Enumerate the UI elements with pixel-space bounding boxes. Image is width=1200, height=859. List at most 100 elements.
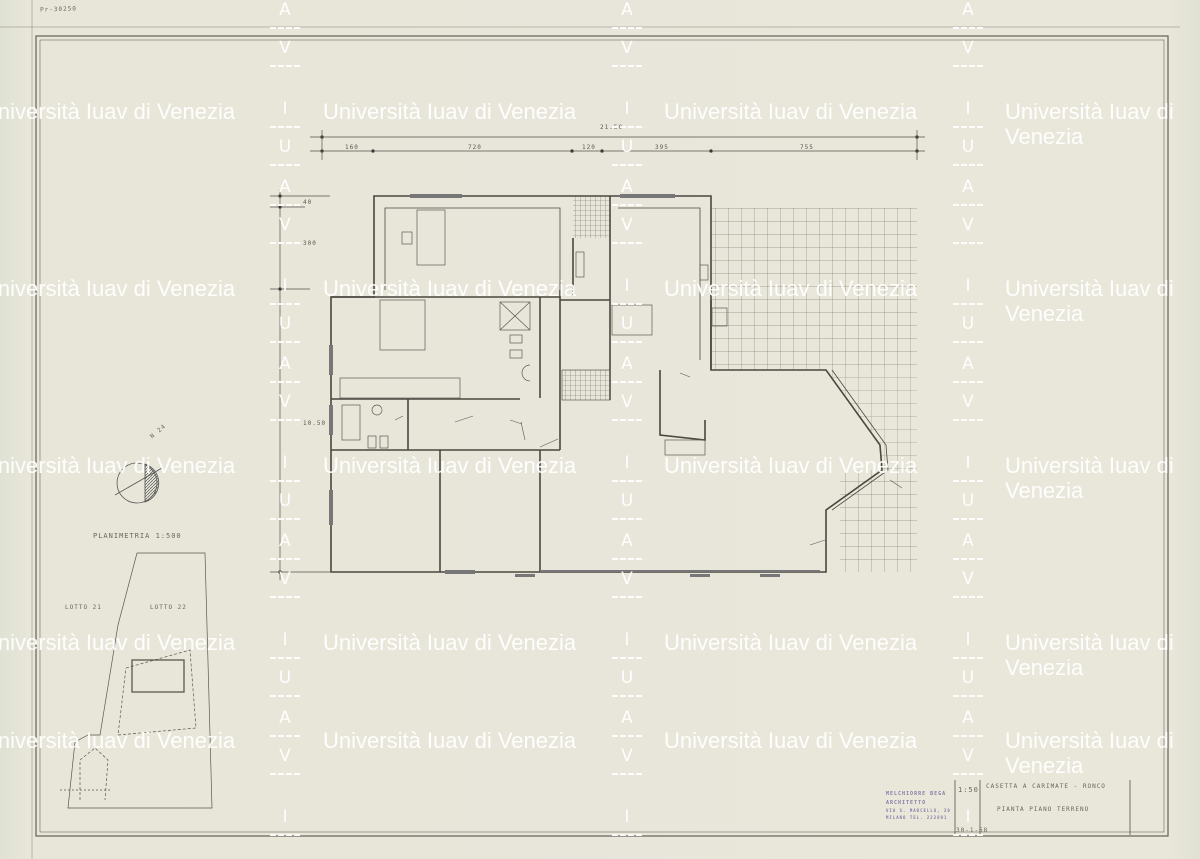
watermark-text: Università Iuav di Venezia — [1005, 276, 1174, 327]
furniture — [339, 209, 728, 456]
watermark-dash — [612, 65, 642, 69]
watermark-letter: V — [279, 392, 291, 412]
watermark-dash — [612, 341, 642, 345]
watermark-letter: U — [620, 668, 634, 688]
watermark-dash — [612, 735, 642, 739]
watermark-dash — [270, 657, 300, 661]
watermark-dash — [270, 596, 300, 600]
watermark-dash — [612, 773, 642, 777]
watermark-letter: I — [624, 99, 630, 119]
terrace-paving-lower — [840, 470, 917, 572]
watermark-dash — [270, 242, 300, 246]
watermark-letter: V — [962, 215, 974, 235]
watermark-dash — [270, 419, 300, 423]
watermark-letter: U — [961, 314, 975, 334]
watermark-dash — [270, 204, 300, 208]
architect-name: MELCHIORRE BEGA — [886, 791, 947, 797]
watermark-dash — [953, 558, 983, 562]
lot-label-22: LOTTO 22 — [150, 604, 187, 611]
watermark-dash — [270, 341, 300, 345]
watermark-letter: A — [962, 531, 974, 551]
watermark-letter: A — [962, 177, 974, 197]
watermark-letter: U — [961, 491, 975, 511]
watermark-dash — [270, 695, 300, 699]
watermark-text: Università Iuav di Venezia — [664, 728, 918, 753]
watermark-dash — [953, 341, 983, 345]
watermark-letter: I — [282, 807, 288, 827]
watermark-text: Università Iuav di Venezia — [0, 728, 236, 753]
watermark-text: Università Iuav di Venezia — [0, 453, 236, 478]
terrace-paving — [711, 208, 917, 370]
watermark-letter: I — [965, 807, 971, 827]
watermark-letter: I — [965, 276, 971, 296]
watermark-letter: I — [624, 453, 630, 473]
watermark-dash — [953, 834, 983, 838]
watermark-letter: A — [279, 531, 291, 551]
dimension-segment-vertical: 10.50 — [303, 420, 327, 427]
watermark-dash — [953, 657, 983, 661]
dimension-segment: 755 — [800, 144, 814, 151]
watermark-text: Università Iuav di Venezia — [664, 630, 918, 655]
watermark-dash — [953, 164, 983, 168]
watermark-text: Università Iuav di Venezia — [664, 276, 918, 301]
watermark-letter: V — [621, 569, 633, 589]
dimension-segment-vertical: 40 — [303, 199, 313, 206]
watermark-letter: V — [279, 746, 291, 766]
watermark-dash — [612, 480, 642, 484]
watermark-dash — [953, 126, 983, 130]
watermark-letter: V — [279, 215, 291, 235]
dimension-lines — [270, 130, 925, 580]
watermark-letter: I — [282, 630, 288, 650]
watermark-letter: V — [621, 38, 633, 58]
watermark-text: Università Iuav di Venezia — [0, 630, 236, 655]
watermark-dash — [270, 126, 300, 130]
door-swings — [394, 372, 903, 546]
watermark-dash — [612, 419, 642, 423]
watermark-letter: V — [621, 746, 633, 766]
archive-code: Pr-30250 — [39, 5, 78, 14]
watermark-letter: I — [282, 99, 288, 119]
watermark-letter: U — [620, 491, 634, 511]
watermark-dash — [270, 834, 300, 838]
watermark-dash — [270, 164, 300, 168]
watermark-letter: V — [962, 392, 974, 412]
drawing-scale: 1:50 — [958, 786, 979, 794]
watermark-letter: V — [279, 569, 291, 589]
project-title: CASETTA A CARIMATE - RONCO — [986, 783, 1106, 790]
watermark-letter: V — [962, 569, 974, 589]
watermark-dash — [612, 834, 642, 838]
watermark-letter: A — [962, 354, 974, 374]
architect-phone: MILANO TEL. 222891 — [886, 815, 948, 820]
north-arrow-icon — [114, 462, 163, 504]
dimension-segment-vertical: 300 — [303, 240, 317, 247]
architect-title: ARCHITETTO — [886, 800, 927, 806]
watermark-dash — [953, 773, 983, 777]
watermark-text: Università Iuav di Venezia — [323, 99, 577, 124]
drawing-date: 30-1-68 — [956, 827, 989, 834]
lot-label-21: LOTTO 21 — [65, 604, 102, 611]
watermark-dash — [612, 381, 642, 385]
watermark-dash — [953, 419, 983, 423]
watermark-dash — [612, 27, 642, 31]
watermark-letter: U — [278, 314, 292, 334]
watermark-dash — [270, 480, 300, 484]
watermark-text: Università Iuav di Venezia — [323, 728, 577, 753]
dimension-segment: 720 — [468, 144, 482, 151]
watermark-letter: A — [621, 177, 633, 197]
watermark-dash — [270, 303, 300, 307]
watermark-dash — [953, 303, 983, 307]
watermark-dash — [953, 735, 983, 739]
watermark-text: Università Iuav di Venezia — [1005, 630, 1174, 681]
watermark-dash — [270, 773, 300, 777]
watermark-dash — [612, 596, 642, 600]
watermark-letter: U — [620, 137, 634, 157]
total-width-dimension: 21.50 — [600, 124, 624, 131]
walls — [330, 195, 889, 573]
watermark-letter: U — [278, 491, 292, 511]
watermark-dash — [953, 242, 983, 246]
watermark-text: Università Iuav di Venezia — [1005, 99, 1174, 150]
watermark-dash — [612, 164, 642, 168]
watermark-text: Università Iuav di Venezia — [664, 99, 918, 124]
watermark-letter: I — [624, 276, 630, 296]
